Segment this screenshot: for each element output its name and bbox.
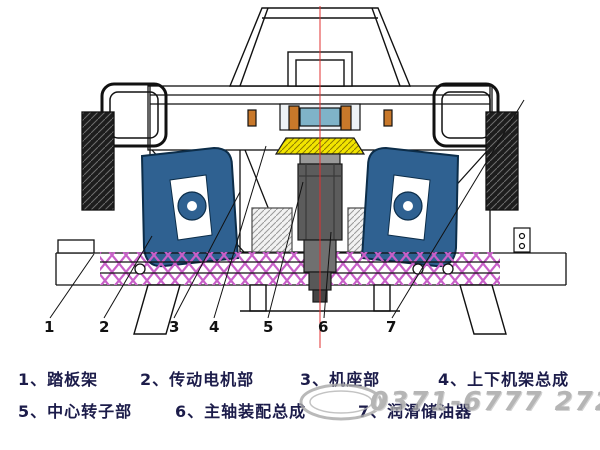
crusher-cross-section: 1 2 3 4 5 6 7 — [44, 6, 567, 348]
leader-lines — [49, 99, 525, 319]
oil-reservoir-bracket — [513, 227, 531, 253]
callout-number: 1 — [44, 318, 54, 336]
legend-item-1: 1、踏板架 — [18, 370, 99, 389]
motor-left — [140, 146, 240, 268]
legend-item-5: 5、中心转子部 — [18, 402, 133, 421]
base-legs — [133, 284, 507, 335]
legend-item-2: 2、传动电机部 — [140, 370, 255, 389]
watermark-phone: 0371-6777 2727 — [370, 387, 600, 417]
callout-number: 3 — [169, 318, 179, 336]
machine-diagram: 1 2 3 4 5 6 7 — [44, 6, 567, 348]
legend-item-6: 6、主轴装配总成 — [175, 402, 307, 421]
watermark: 0371-6777 2727 — [298, 376, 600, 428]
callout-number: 7 — [386, 318, 396, 336]
callout-number: 5 — [263, 318, 273, 336]
side-hatched-blocks — [81, 111, 519, 211]
callout-number: 6 — [318, 318, 328, 336]
callout-number: 2 — [99, 318, 109, 336]
callout-number: 4 — [209, 318, 219, 336]
belt-drive-band — [55, 239, 567, 286]
watermark-logo — [299, 383, 383, 421]
motor-right — [360, 146, 460, 268]
